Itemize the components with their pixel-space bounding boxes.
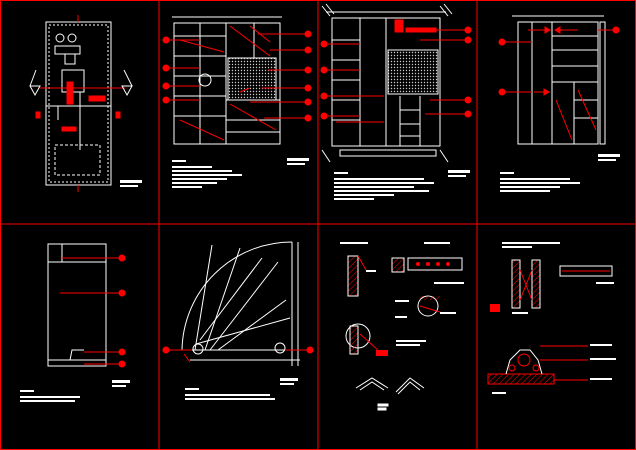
callout-bubble bbox=[464, 26, 472, 34]
callout-bubble bbox=[118, 348, 126, 356]
elevation-3-arrows bbox=[528, 26, 597, 141]
detail-h-track bbox=[487, 344, 616, 394]
detail-f bbox=[490, 242, 560, 314]
callout-bubble bbox=[612, 26, 620, 34]
elevation-1-mesh bbox=[227, 57, 277, 101]
floor-plan-fixtures bbox=[54, 33, 101, 176]
elevation-2-mesh bbox=[387, 49, 439, 95]
door-elevation-text-block bbox=[20, 380, 130, 402]
callout-bubble bbox=[304, 46, 312, 54]
callout-bubble bbox=[306, 346, 314, 354]
door-elevation-frame bbox=[47, 243, 107, 367]
panel-door-elevation bbox=[20, 243, 130, 402]
door-swing-arcs bbox=[181, 241, 300, 366]
elevation-1-text-block bbox=[172, 158, 309, 188]
callout-bubble bbox=[304, 66, 312, 74]
callout-bubble bbox=[320, 92, 328, 100]
door-elevation-callouts bbox=[60, 254, 126, 368]
callout-bubble bbox=[118, 360, 126, 368]
callout-bubble bbox=[464, 36, 472, 44]
panel-elevation-wardrobe-2 bbox=[320, 3, 472, 200]
elevation-2-callouts bbox=[320, 26, 472, 120]
roller-icon bbox=[517, 353, 531, 367]
door-swing-text-block bbox=[185, 378, 298, 400]
door-swing-callouts bbox=[162, 346, 314, 363]
washbasin-icon bbox=[55, 33, 65, 43]
floor-plan-red-marks bbox=[35, 15, 125, 192]
callout-bubble bbox=[464, 110, 472, 118]
callout-bubble bbox=[320, 66, 328, 74]
callout-bubble bbox=[304, 98, 312, 106]
elevation-3-text-block bbox=[500, 154, 620, 192]
door-swing-hinges bbox=[192, 342, 286, 355]
callout-bubble bbox=[304, 84, 312, 92]
panel-door-swing-plan bbox=[162, 241, 314, 400]
elevation-2-break-lines bbox=[321, 3, 453, 163]
panel-elevation-wardrobe-1 bbox=[162, 16, 312, 188]
callout-bubble bbox=[320, 112, 328, 120]
callout-bubble bbox=[320, 40, 328, 48]
elevation-1-diagonals bbox=[179, 25, 277, 141]
elevation-2-text-block bbox=[334, 170, 470, 200]
elevation-1-frame bbox=[172, 16, 282, 145]
panel-hardware-details-2 bbox=[487, 242, 616, 394]
elevation-1-callouts bbox=[162, 30, 312, 122]
section-marker-right bbox=[121, 69, 133, 97]
elevation-3-frame bbox=[512, 15, 606, 145]
panel-elevation-wardrobe-3 bbox=[498, 15, 620, 192]
detail-b bbox=[391, 242, 464, 284]
detail-c bbox=[395, 295, 456, 318]
section-marker-left bbox=[29, 69, 41, 97]
hinge-icon bbox=[274, 342, 286, 354]
callout-bubble bbox=[498, 38, 506, 46]
callout-bubble bbox=[162, 96, 170, 104]
floor-plan-title-block bbox=[120, 180, 142, 187]
callout-bubble bbox=[162, 82, 170, 90]
panel-floor-plan bbox=[29, 15, 142, 192]
elevation-3-callouts bbox=[498, 26, 620, 96]
detail-e-chevrons bbox=[355, 377, 425, 411]
callout-bubble bbox=[118, 254, 126, 262]
detail-d bbox=[345, 323, 426, 356]
callout-bubble bbox=[464, 96, 472, 104]
hinge-icon bbox=[192, 343, 204, 355]
callout-bubble bbox=[162, 346, 170, 354]
callout-bubble bbox=[304, 30, 312, 38]
callout-bubble bbox=[118, 289, 126, 297]
callout-bubble bbox=[162, 36, 170, 44]
callout-bubble bbox=[304, 114, 312, 122]
detail-g bbox=[559, 265, 614, 284]
callout-bubble bbox=[498, 88, 506, 96]
callout-bubble bbox=[162, 64, 170, 72]
detail-a bbox=[340, 242, 376, 297]
panel-hardware-details-1 bbox=[340, 242, 464, 411]
elevation-2-frame bbox=[326, 11, 446, 157]
washbasin-icon bbox=[67, 33, 77, 43]
